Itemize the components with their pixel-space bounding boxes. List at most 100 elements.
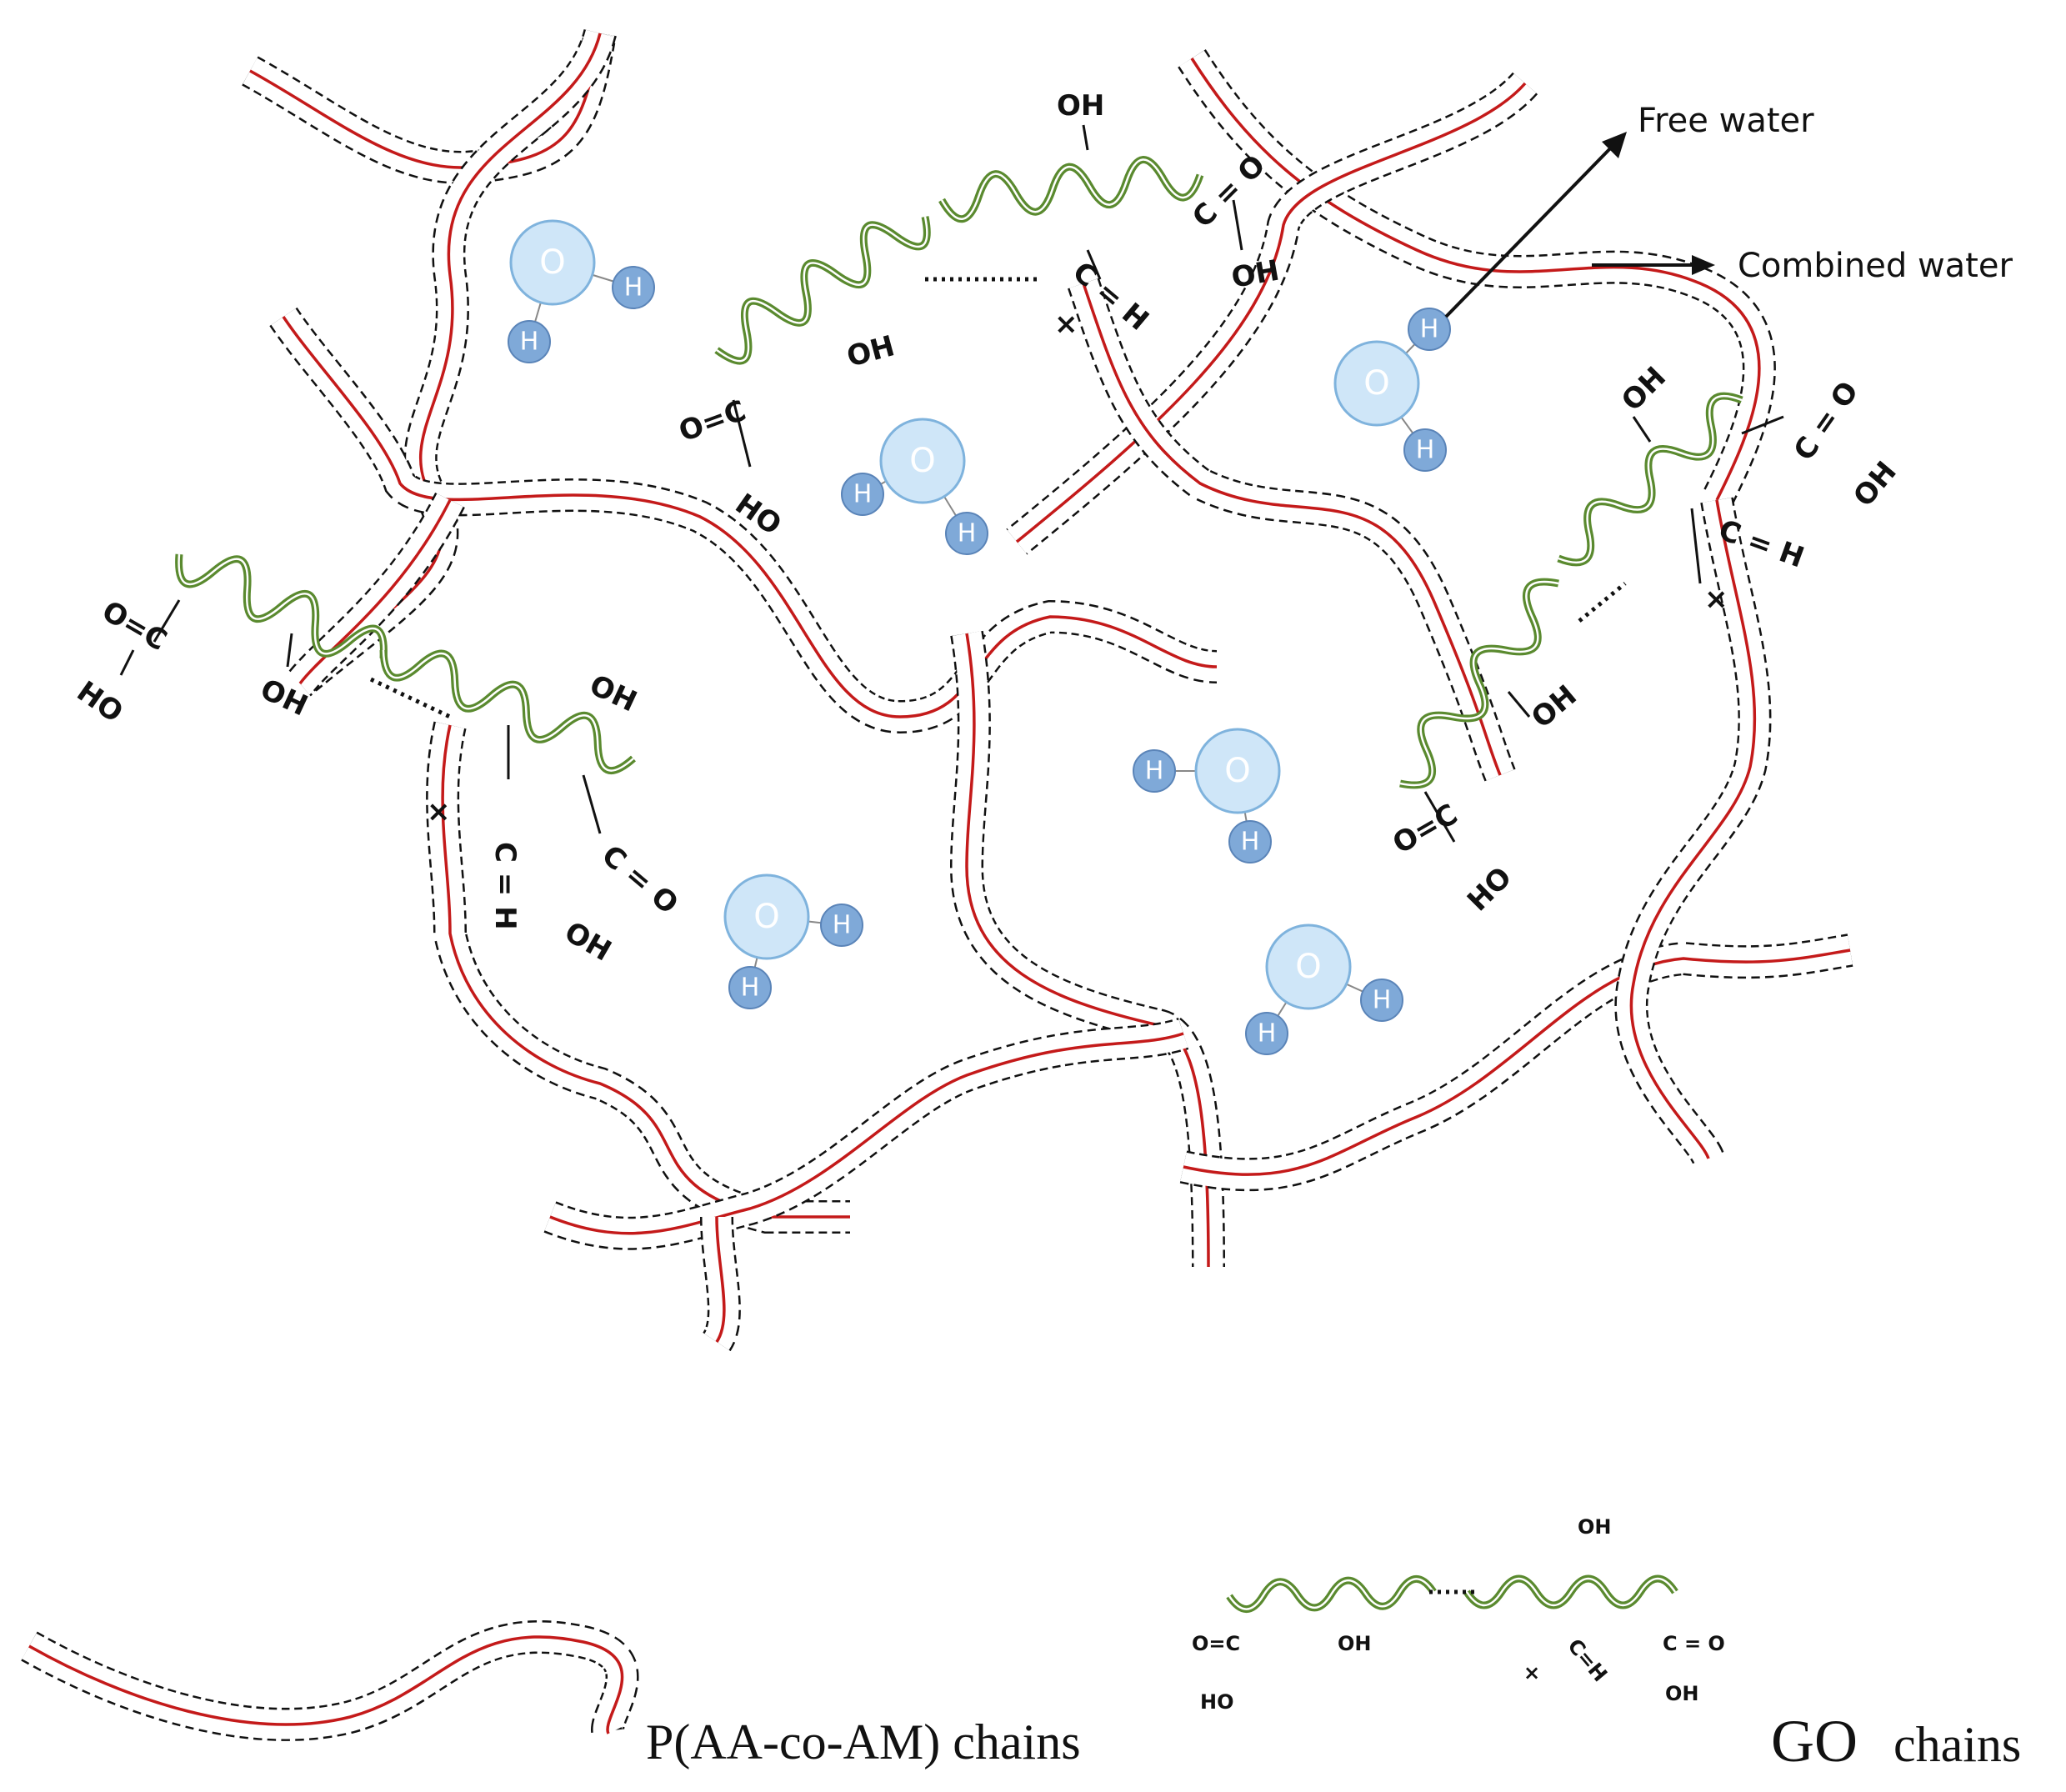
chemical-bond (1423, 791, 1456, 843)
group-oc: O=C (1388, 798, 1463, 861)
chemical-bond (1086, 249, 1102, 280)
go-chain (1463, 1574, 1678, 1609)
group-oh: OH (1229, 254, 1282, 295)
go-chain-layer (119, 124, 1784, 843)
legend-polymer-label: P(AA-co-AM) chains (646, 1714, 1081, 1769)
hydrogen-label: H (853, 480, 873, 509)
group-oh: OH (1525, 678, 1583, 735)
water-molecule: OHH (508, 219, 655, 363)
oxygen-atom (1265, 924, 1352, 1010)
hydrogen-label: H (958, 519, 977, 548)
chemical-bond (153, 599, 181, 643)
hydrogen-atom (1403, 428, 1447, 472)
group-oh: OH (1615, 361, 1673, 418)
hydrogen-atom (1360, 979, 1403, 1022)
hydrogen-atom (1408, 308, 1451, 351)
legend-go-ch: C=H (1563, 1634, 1612, 1686)
group-oh: OH (1847, 455, 1903, 513)
go-chain (379, 649, 636, 775)
legend-go-ho: HO (1200, 1690, 1234, 1714)
hydrogen-atom (612, 266, 655, 309)
free-water-label: Free water (1638, 102, 1814, 140)
polymer-chain (700, 1216, 741, 1352)
chemical-bond (1082, 124, 1089, 151)
water-molecule: O H H (1133, 728, 1281, 863)
group-cross: × (427, 795, 451, 828)
arrow-head-icon (1692, 255, 1715, 275)
chemical-bond (1741, 415, 1784, 435)
oxygen-atom (1194, 728, 1281, 814)
oxygen-atom (879, 418, 966, 504)
legend-go-oc: O=C (1192, 1632, 1240, 1655)
group-oh: OH (1057, 89, 1104, 123)
oxygen-label: O (1363, 364, 1389, 403)
group-co: C = O (1186, 148, 1272, 234)
legend-go-co: C = O (1663, 1632, 1725, 1655)
legend-go-label: GO (1771, 1708, 1858, 1774)
chemical-bond (582, 774, 602, 834)
oxygen-atom (509, 219, 596, 306)
hydrogen-label: H (1241, 828, 1260, 857)
polymer-chain (1179, 934, 1853, 1192)
arrow-head-icon (1602, 132, 1627, 158)
polymer-chain (289, 28, 617, 697)
hydrogen-bond-dotted-line (369, 677, 452, 719)
go-chain (1557, 392, 1743, 567)
water-molecule: O H H (841, 418, 988, 555)
group-ho: HO (1461, 861, 1518, 919)
go-chain (938, 156, 1204, 223)
chemical-bond (1690, 508, 1702, 584)
oxygen-atom (723, 873, 810, 960)
hydrogen-atom (508, 320, 551, 363)
oxygen-label: O (1224, 752, 1250, 790)
hydrogen-label: H (1416, 436, 1435, 465)
water-molecule: OHH (1245, 924, 1403, 1055)
hydrogen-atom (820, 904, 863, 947)
polymer-chain (949, 630, 1225, 1268)
polymer-chain (287, 493, 465, 694)
go-chain (175, 553, 388, 659)
water-molecule: O H H (1333, 308, 1451, 472)
oxygen-atom (1333, 340, 1420, 427)
hydrogen-label: H (1420, 315, 1439, 344)
legend: P(AA-co-AM) chains OH O=C HO OH C=H × C … (21, 1515, 2021, 1774)
go-chain (1399, 578, 1559, 789)
group-oc: O=C (97, 594, 173, 658)
hydrogen-label: H (520, 328, 539, 357)
hydrogen-atom (1245, 1012, 1288, 1055)
group-oh: OH (843, 329, 898, 373)
oxygen-label: O (909, 442, 935, 480)
group-co: C = O (595, 838, 684, 921)
legend-go-oh-right: OH (1665, 1682, 1699, 1705)
legend-go-sample (1226, 1574, 1678, 1613)
legend-go-cross: × (1523, 1661, 1540, 1684)
polymer-chain (269, 307, 1218, 734)
hydrogen-label: H (833, 911, 852, 940)
legend-go-oh-mid: OH (1338, 1632, 1372, 1655)
polymer-chain (1178, 49, 1776, 508)
annotation-arrows (1444, 132, 1715, 318)
go-chain (1226, 1575, 1437, 1613)
hydrogen-atom (1228, 820, 1272, 863)
polymer-chain (543, 1017, 1189, 1250)
water-molecule: O H H (723, 873, 863, 1009)
legend-polymer-sample (21, 1620, 639, 1741)
oxygen-label: O (539, 243, 565, 282)
group-oh: OH (559, 915, 618, 968)
oxygen-label: O (753, 898, 779, 936)
polymer-network (242, 28, 1853, 1352)
oxygen-label: O (1295, 948, 1321, 986)
chemical-bond (1507, 691, 1531, 718)
group-cross: × (1054, 308, 1078, 341)
chemical-bond (119, 649, 135, 676)
hydrogen-label: H (741, 974, 760, 1003)
group-oh: OH (584, 668, 642, 718)
hydrogen-bond-dotted-line (1578, 582, 1627, 623)
group-oc: O=C (674, 394, 750, 449)
combined-water-label: Combined water (1738, 247, 2013, 285)
hydrogen-atom (841, 473, 884, 516)
hydrogen-label: H (1145, 757, 1164, 786)
chemical-bond (1232, 199, 1243, 251)
group-cross: × (1704, 583, 1728, 616)
